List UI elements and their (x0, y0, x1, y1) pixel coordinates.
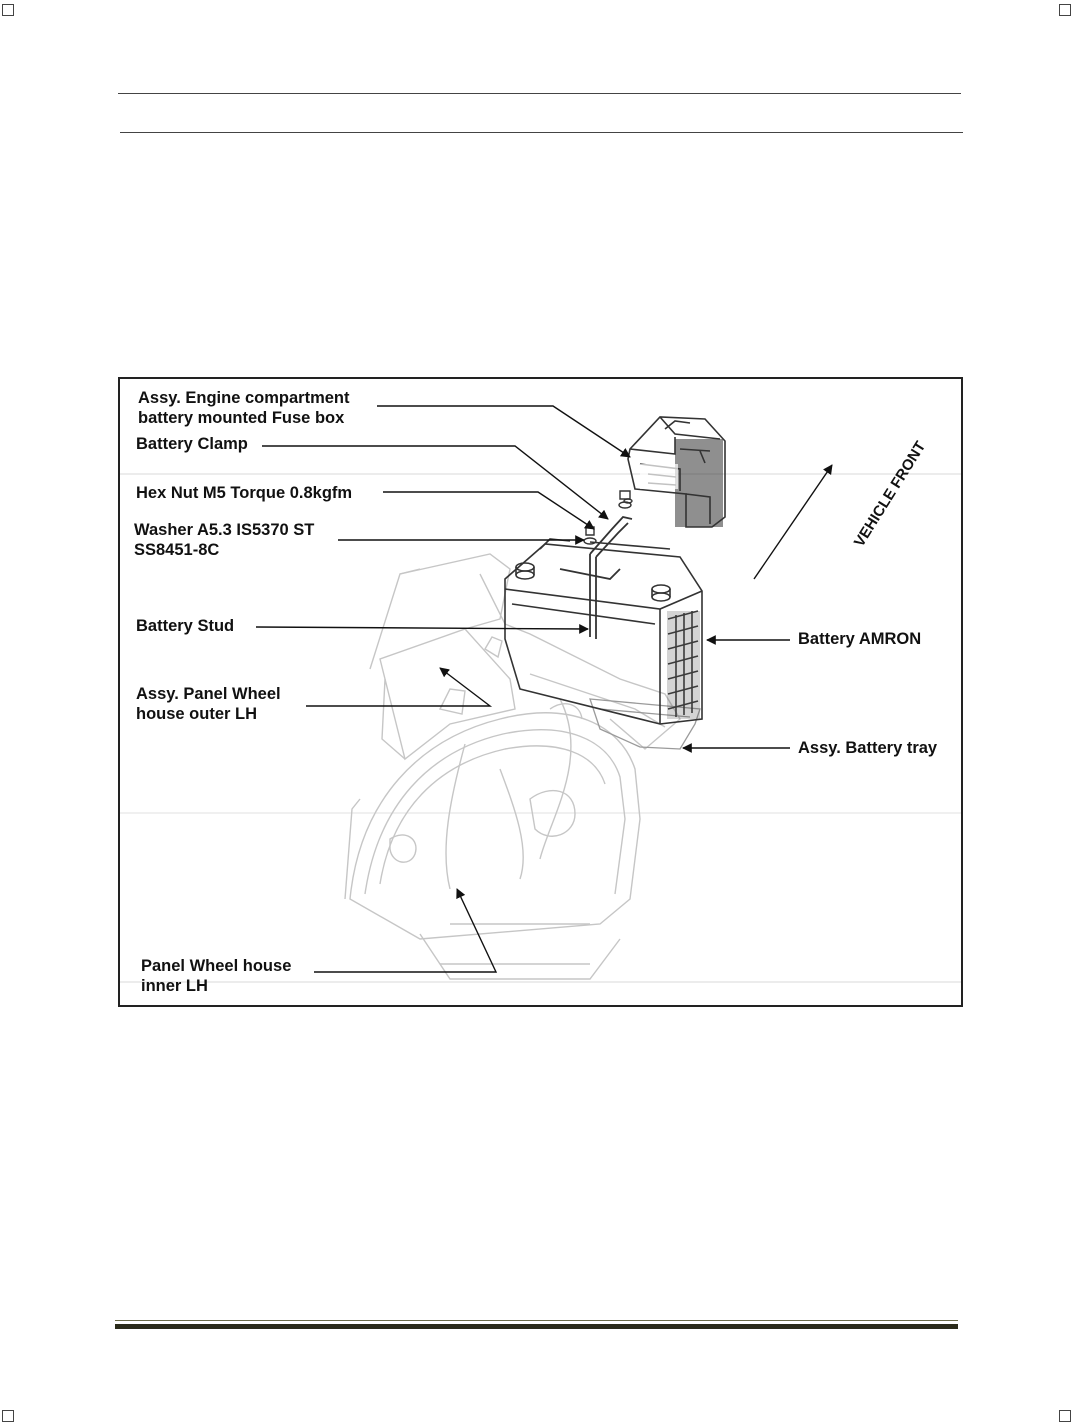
header-rule-top (118, 93, 961, 94)
label-battery-clamp: Battery Clamp (136, 434, 248, 454)
battery-tray (589, 698, 701, 750)
label-panel-outer-line1: Assy. Panel Wheel (136, 685, 281, 703)
battery-clamp (559, 516, 633, 639)
crop-mark-top-right (1059, 4, 1071, 16)
label-panel-outer-line2: house outer LH (136, 705, 258, 723)
battery-assembly-figure: Assy. Engine compartment battery mounted… (118, 377, 963, 1007)
label-battery-tray: Assy. Battery tray (798, 738, 937, 758)
label-battery-amron-text: Battery AMRON (798, 630, 922, 648)
label-panel-inner-line2: inner LH (141, 977, 208, 995)
label-battery-clamp-text: Battery Clamp (136, 435, 248, 453)
label-washer: Washer A5.3 IS5370 ST SS8451-8C (134, 520, 314, 560)
label-battery-stud-text: Battery Stud (136, 617, 235, 635)
header-rule-bottom (120, 132, 963, 133)
label-battery-tray-text: Assy. Battery tray (798, 739, 938, 757)
footer-rule-thick (115, 1324, 958, 1329)
label-fuse-box: Assy. Engine compartment battery mounted… (138, 388, 350, 428)
label-hex-nut: Hex Nut M5 Torque 0.8kgfm (136, 483, 352, 503)
label-fuse-box-line1: Assy. Engine compartment (138, 389, 350, 407)
crop-mark-top-left (2, 4, 14, 16)
wheel-house-ghost (344, 553, 681, 980)
label-panel-outer: Assy. Panel Wheel house outer LH (136, 684, 281, 724)
label-washer-line1: Washer A5.3 IS5370 ST (134, 521, 315, 539)
leader-lines (255, 405, 833, 973)
label-battery-stud: Battery Stud (136, 616, 234, 636)
crop-mark-bottom-left (2, 1410, 14, 1422)
label-panel-inner: Panel Wheel house inner LH (141, 956, 291, 996)
label-washer-line2: SS8451-8C (134, 541, 220, 559)
battery-body (504, 538, 703, 725)
label-panel-inner-line1: Panel Wheel house (141, 957, 292, 975)
label-fuse-box-line2: battery mounted Fuse box (138, 409, 345, 427)
label-hex-nut-text: Hex Nut M5 Torque 0.8kgfm (136, 484, 353, 502)
label-battery-amron: Battery AMRON (798, 629, 921, 649)
crop-mark-bottom-right (1059, 1410, 1071, 1422)
footer-rule-thin (115, 1320, 958, 1321)
battery-assembly-drawing (120, 405, 961, 983)
